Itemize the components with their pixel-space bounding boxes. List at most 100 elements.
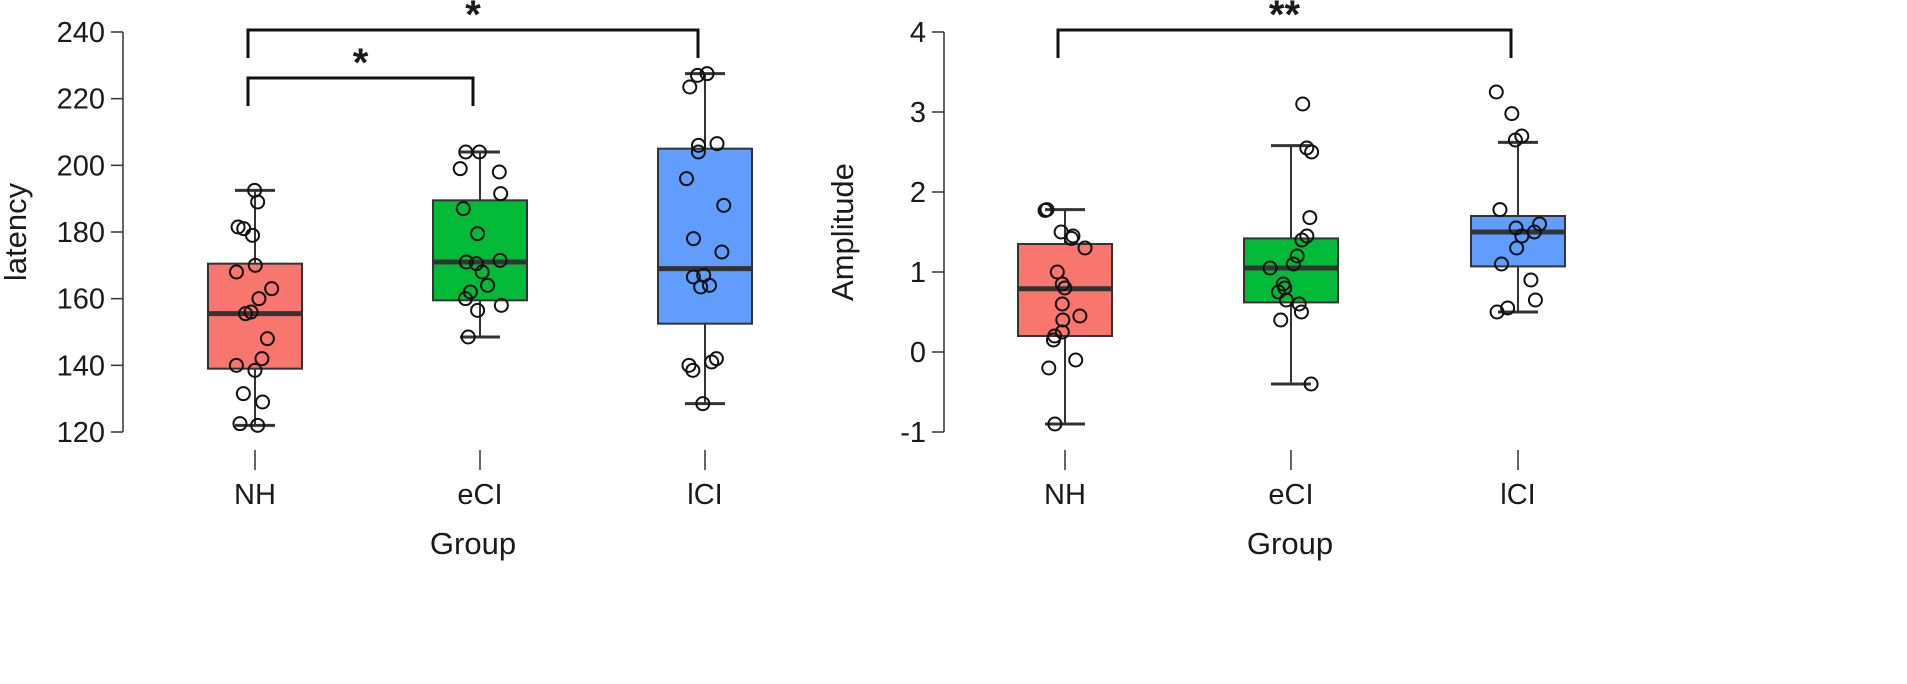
data-point: [250, 194, 266, 210]
data-point: [470, 226, 486, 242]
data-point: [1299, 140, 1315, 156]
x-axis-title: Group: [1247, 526, 1333, 561]
data-point: [460, 329, 476, 345]
data-point: [1054, 324, 1070, 340]
iqr-box: [432, 199, 528, 302]
x-tick-label: NH: [1044, 479, 1086, 511]
bracket-line: [1056, 28, 1513, 58]
data-point: [247, 362, 263, 378]
y-axis-title: latency: [0, 182, 33, 281]
data-point: [474, 264, 490, 280]
data-point: [679, 171, 695, 187]
y-tick-label: 140: [57, 350, 105, 382]
data-point: [1295, 96, 1311, 112]
data-point: [452, 161, 468, 177]
y-tick-label: 200: [57, 150, 105, 182]
iqr-box: [657, 147, 753, 325]
data-point: [709, 136, 725, 152]
x-tick-label: eCI: [457, 479, 502, 511]
data-point: [1063, 230, 1079, 246]
y-tick-label: 120: [57, 417, 105, 449]
box-nh: [207, 182, 303, 433]
data-point: [238, 306, 254, 322]
box-eci: [1243, 96, 1339, 392]
data-point: [259, 331, 275, 347]
box-nh: [1017, 202, 1113, 432]
data-point: [493, 297, 509, 313]
data-point: [1494, 256, 1510, 272]
data-point: [1532, 216, 1548, 232]
bracket-line: [246, 76, 475, 106]
data-point: [1278, 292, 1294, 308]
data-point: [455, 201, 471, 217]
data-point: [716, 197, 732, 213]
data-point: [1527, 292, 1543, 308]
data-point: [228, 357, 244, 373]
data-point: [493, 186, 509, 202]
data-point: [1068, 352, 1084, 368]
box-lci: [657, 66, 753, 412]
data-point: [264, 281, 280, 297]
data-point: [228, 264, 244, 280]
significance-bracket: *: [246, 41, 475, 106]
data-point: [1057, 280, 1073, 296]
data-point: [1303, 376, 1319, 392]
significance-label: *: [465, 0, 481, 37]
data-point: [255, 394, 271, 410]
data-point: [492, 252, 508, 268]
data-point: [714, 244, 730, 260]
data-point: [1304, 144, 1320, 160]
data-point: [1302, 210, 1318, 226]
data-point: [245, 227, 261, 243]
significance-label: **: [1269, 0, 1301, 37]
y-tick-label: 220: [57, 84, 105, 116]
y-tick-label: 1: [910, 257, 926, 289]
data-point: [1492, 202, 1508, 218]
data-point: [1077, 240, 1093, 256]
data-point: [250, 417, 266, 433]
data-point: [690, 137, 706, 153]
data-point: [704, 354, 720, 370]
data-point: [695, 396, 711, 412]
data-point: [1514, 228, 1530, 244]
data-point: [470, 302, 486, 318]
data-point: [682, 79, 698, 95]
data-point: [1294, 232, 1310, 248]
data-point: [699, 66, 715, 82]
data-point: [702, 277, 718, 293]
data-point: [693, 279, 709, 295]
data-point: [458, 254, 474, 270]
box-eci: [432, 144, 528, 345]
data-point: [491, 164, 507, 180]
data-point: [1289, 248, 1305, 264]
y-tick-label: 180: [57, 217, 105, 249]
x-tick-label: lCI: [687, 479, 722, 511]
x-tick-label: lCI: [1500, 479, 1535, 511]
box-lci: [1470, 84, 1566, 320]
data-point: [690, 144, 706, 160]
y-tick-label: -1: [900, 417, 926, 449]
y-tick-label: 3: [910, 97, 926, 129]
y-axis-title: Amplitude: [825, 163, 860, 301]
data-point: [685, 362, 701, 378]
data-point: [1293, 304, 1309, 320]
data-point: [1507, 132, 1523, 148]
data-point: [1273, 312, 1289, 328]
data-point: [1291, 296, 1307, 312]
data-point: [1488, 84, 1504, 100]
data-point: [458, 144, 474, 160]
y-tick-label: 160: [57, 284, 105, 316]
data-point: [235, 386, 251, 402]
x-tick-label: NH: [234, 479, 276, 511]
data-point: [1041, 360, 1057, 376]
data-point: [1045, 332, 1061, 348]
x-axis-title: Group: [430, 526, 516, 561]
bracket-line: [246, 28, 700, 58]
y-tick-label: 0: [910, 337, 926, 369]
y-tick-label: 2: [910, 177, 926, 209]
significance-bracket: *: [246, 0, 700, 58]
data-point: [1285, 256, 1301, 272]
